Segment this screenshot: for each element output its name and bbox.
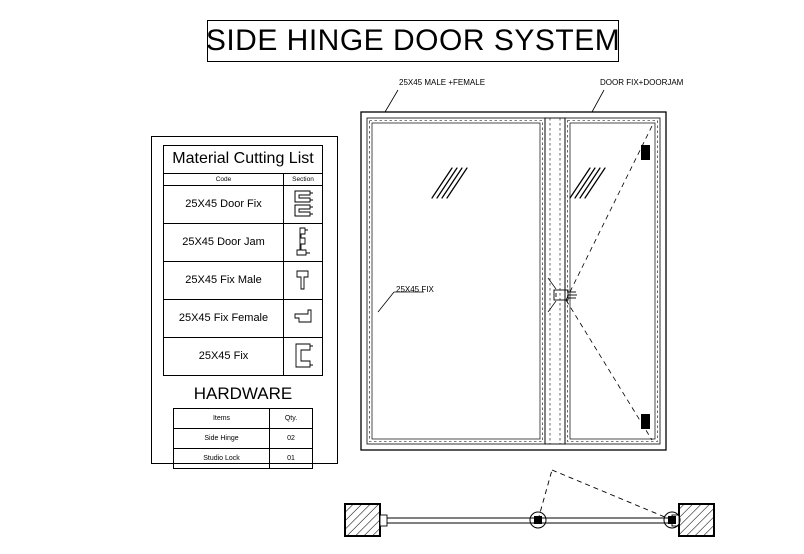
plan-view (344, 469, 715, 537)
center-mullion (544, 117, 566, 445)
plan-profile-bar (379, 514, 680, 527)
plan-wall-block-left (344, 503, 381, 537)
glass-hatch-symbol (431, 167, 468, 199)
cutting-list-code: 25X45 Fix (163, 336, 284, 376)
table-row: 25X45 Fix Male (163, 260, 323, 300)
table-row: Studio Lock 01 (173, 447, 313, 469)
hardware-item-name: Studio Lock (173, 447, 270, 469)
glass-hatch-symbol (569, 167, 606, 199)
table-row: 25X45 Fix (163, 336, 323, 376)
door-elevation (360, 89, 667, 451)
cutting-list-title: Material Cutting List (163, 145, 323, 173)
fixed-panel-frame (366, 117, 546, 445)
hardware-table: Items Qty. Side Hinge 02 Studio Lock 01 (173, 407, 313, 469)
hardware-title: HARDWARE (193, 383, 293, 403)
annotation-leaders (377, 89, 605, 313)
table-row: 25X45 Door Jam (163, 222, 323, 262)
profile-fix-male-section-icon (283, 260, 323, 300)
page-title: SIDE HINGE DOOR SYSTEM (205, 24, 621, 57)
table-row: Side Hinge 02 (173, 427, 313, 449)
column-header-section: Section (283, 172, 323, 186)
title-block: SIDE HINGE DOOR SYSTEM (205, 20, 621, 62)
table-header-row: Code Section (163, 172, 323, 186)
annotation-door-fix-jam: DOOR FIX+DOORJAM (600, 78, 684, 87)
annotation-fix-panel: 25X45 FIX (396, 285, 434, 294)
profile-door-jam-section-icon (283, 222, 323, 262)
cutting-list-inner: Material Cutting List Code Section 25X45… (163, 145, 323, 469)
profile-fix-section-icon (283, 336, 323, 376)
table-row: 25X45 Fix Female (163, 298, 323, 338)
plan-swing-dashed (537, 469, 673, 521)
door-leaf-frame (564, 117, 661, 445)
cutting-list-table: Code Section 25X45 Door Fix (163, 172, 323, 376)
studio-lock-symbol (547, 277, 577, 313)
hinge-block-top (641, 145, 650, 160)
cutting-list-code: 25X45 Door Jam (163, 222, 284, 262)
profile-door-fix-section-icon (283, 184, 323, 224)
annotation-male-female: 25X45 MALE +FEMALE (399, 78, 486, 87)
cutting-list-code: 25X45 Fix Female (163, 298, 284, 338)
door-swing-arc-dashed (565, 125, 653, 441)
door-outer-frame (360, 111, 667, 451)
plan-wall-block-right (678, 503, 715, 537)
hardware-table-wrap: Items Qty. Side Hinge 02 Studio Lock 01 (173, 407, 313, 469)
material-cutting-list-panel: Material Cutting List Code Section 25X45… (151, 136, 338, 469)
hardware-item-qty: 01 (269, 447, 313, 469)
hinge-block-bottom (641, 414, 650, 429)
